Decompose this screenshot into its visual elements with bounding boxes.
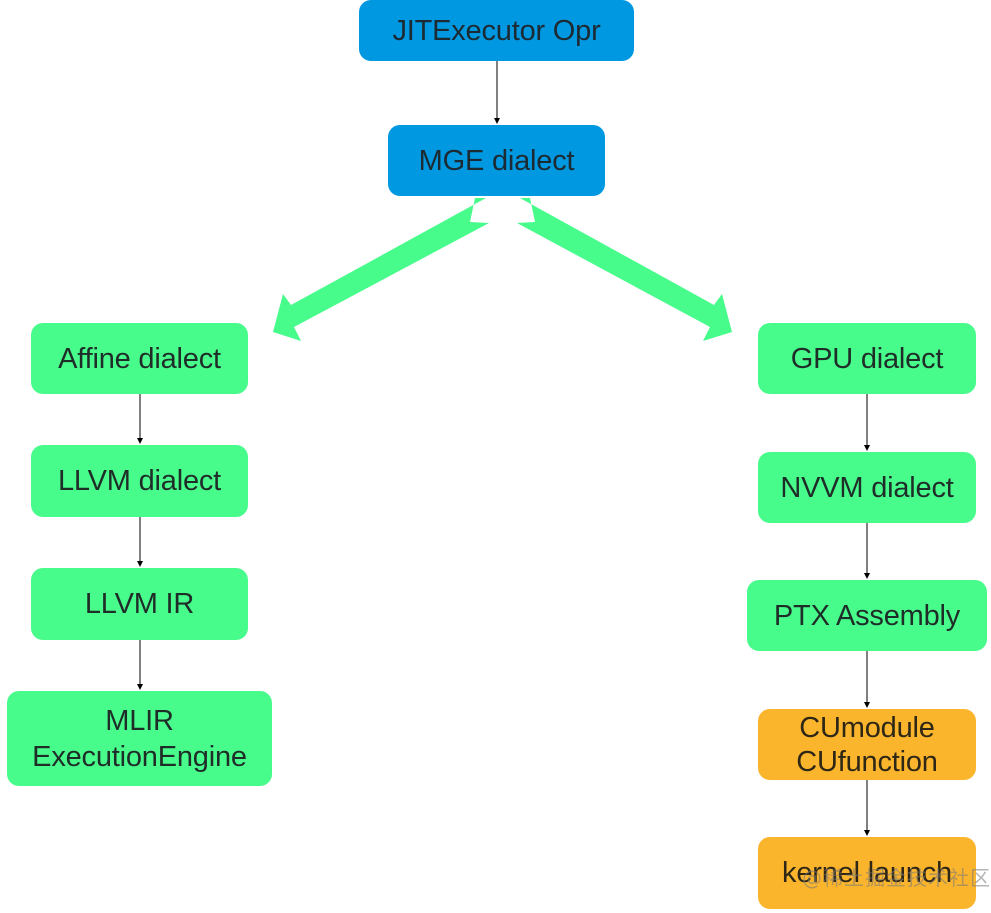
node-cumodule-cufunction: CUmodule CUfunction: [758, 709, 976, 780]
node-label: PTX Assembly: [773, 599, 961, 632]
node-label-line-2: CUfunction: [796, 745, 938, 778]
node-label: kernel launch: [782, 857, 952, 889]
node-nvvm-dialect: NVVM dialect: [758, 452, 976, 523]
node-label-line-1: MLIR: [105, 704, 174, 737]
node-llvm-dialect: LLVM dialect: [31, 445, 248, 517]
node-label: GPU dialect: [790, 342, 944, 375]
edge-jit-to-mge-arrowhead: [494, 118, 500, 124]
node-mlir-execution-engine: MLIR ExecutionEngine: [7, 691, 272, 786]
edge-nvvm-to-ptx-arrowhead: [864, 573, 870, 579]
block-arrow-mge-affine: [273, 198, 489, 341]
edge-gpu-to-nvvm-arrowhead: [864, 445, 870, 451]
node-label: LLVM IR: [84, 588, 195, 620]
node-label: LLVM dialect: [57, 465, 222, 497]
node-jit-executor: JITExecutor Opr: [359, 0, 634, 61]
node-affine-dialect: Affine dialect: [31, 323, 248, 394]
node-llvm-ir: LLVM IR: [31, 568, 248, 640]
watermark: @稀土掘金技术社区: [802, 866, 991, 890]
node-label-line-1: CUmodule: [799, 711, 935, 744]
block-arrow-mge-gpu: [517, 198, 732, 341]
node-ptx-assembly: PTX Assembly: [747, 580, 987, 651]
node-label-line-2: ExecutionEngine: [32, 740, 247, 773]
node-label: MGE dialect: [418, 144, 575, 177]
edge-cumodule-to-kernel-arrowhead: [864, 830, 870, 836]
node-mge-dialect: MGE dialect: [388, 125, 605, 196]
node-label: JITExecutor Opr: [392, 14, 601, 47]
edge-llvmir-to-mlir-arrowhead: [137, 684, 143, 690]
edge-ptx-to-cumodule-arrowhead: [864, 702, 870, 708]
edge-llvm-to-llvmir-arrowhead: [137, 561, 143, 567]
node-kernel-launch: kernel launch: [758, 837, 976, 909]
node-label: NVVM dialect: [780, 471, 954, 504]
node-gpu-dialect: GPU dialect: [758, 323, 976, 394]
edge-affine-to-llvm-arrowhead: [137, 438, 143, 444]
node-label: Affine dialect: [58, 342, 221, 375]
